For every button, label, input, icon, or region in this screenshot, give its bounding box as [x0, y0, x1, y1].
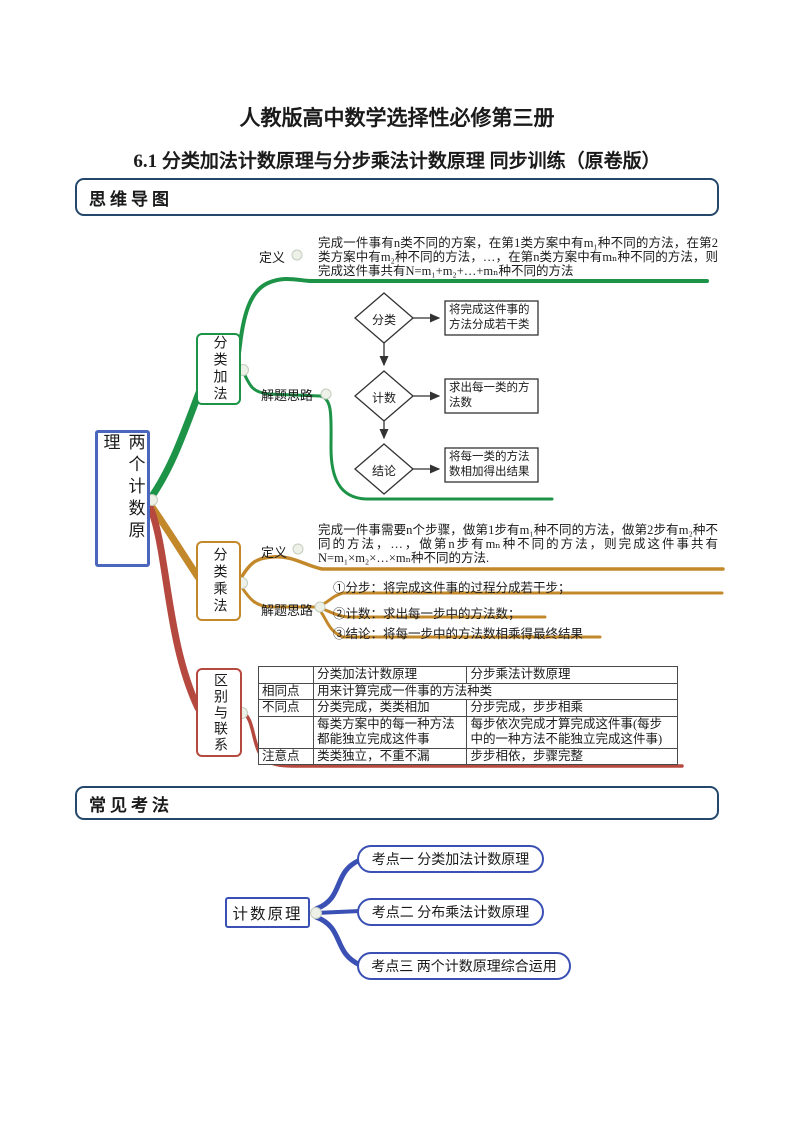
table-col-header-addition: 分类加法计数原理 [313, 666, 468, 684]
table-cell-note-mul: 步步相依，步骤完整 [466, 747, 678, 765]
table-cell-empty [257, 666, 315, 684]
flow-step-conclude-label: 结论 [371, 464, 396, 478]
multiplication-approach-label: 解题思路 [261, 603, 314, 618]
map1-node-comparison: 区别与联系 [196, 668, 242, 757]
map2-item-exam-point-3: 考点三 两个计数原理综合运用 [357, 952, 571, 980]
flow-desc-classify: 将完成这件事的方法分成若干类 [449, 304, 530, 331]
map2-wire-item3 [313, 914, 363, 968]
map1-node-addition: 分类加法 [196, 333, 241, 405]
table-cell-diff-add1: 分类完成，类类相加 [313, 699, 468, 717]
table-col-header-multiplication: 分步乘法计数原理 [466, 666, 678, 684]
table-cell-diff-mul1: 分步完成，步步相乘 [466, 699, 678, 717]
branch-addition-trunk [146, 386, 204, 503]
map1-node-multiplication: 分类乘法 [196, 541, 241, 621]
addition-definition-label: 定义 [259, 250, 286, 265]
table-cell-same-value: 用来计算完成一件事的方法种类 [313, 682, 678, 700]
page-title: 人教版高中数学选择性必修第三册 [239, 106, 555, 130]
collapse-dot-map2-root [310, 907, 322, 919]
map1-root-node: 两个计数原理 [95, 430, 150, 567]
multiplication-step-2: ②计数：求出每一步中的方法数； [333, 607, 521, 621]
map2-root-node: 计数原理 [225, 897, 310, 928]
addition-approach-label: 解题思路 [261, 388, 314, 403]
table-row-label-note: 注意点 [257, 747, 315, 765]
table-cell-note-add: 类类独立，不重不漏 [313, 747, 468, 765]
page-subtitle: 6.1 分类加法计数原理与分步乘法计数原理 同步训练（原卷版） [133, 151, 661, 172]
collapse-dots [146, 249, 332, 719]
collapse-dot-mul-definition [292, 543, 304, 555]
addition-definition-text: 完成一件事有n类不同的方案，在第1类方案中有m₁种不同的方法，在第2类方案中有m… [318, 236, 718, 278]
table-cell-diff-add2: 每类方案中的每一种方法都能独立完成这件事 [313, 715, 468, 749]
map2-item-exam-point-1: 考点一 分类加法计数原理 [357, 845, 544, 873]
multiplication-step-1: ①分步：将完成这件事的过程分成若干步； [333, 581, 571, 595]
table-row-label-same: 相同点 [257, 682, 315, 700]
comparison-table: 分类加法计数原理 分步乘法计数原理 相同点 用来计算完成一件事的方法种类 不同点… [257, 666, 678, 765]
multiplication-step-3: ③结论：将每一步中的方法数相乘得最终结果 [333, 627, 584, 641]
map2-wire-item1 [313, 857, 363, 912]
map2-item-exam-point-2: 考点二 分布乘法计数原理 [357, 898, 544, 926]
table-row: 分类加法计数原理 分步乘法计数原理 [257, 666, 678, 684]
branch-multiplication-trunk [146, 500, 202, 581]
table-cell-empty [257, 715, 315, 749]
table-row: 相同点 用来计算完成一件事的方法种类 [257, 682, 678, 700]
collapse-dot-mul-approach [314, 601, 326, 613]
branch-comparison-trunk [146, 503, 202, 712]
multiplication-definition-label: 定义 [261, 545, 288, 560]
table-cell-diff-mul2: 每步依次完成才算完成这件事(每步中的一种方法不能独立完成这件事) [466, 715, 678, 749]
flow-step-classify-label: 分类 [371, 313, 396, 327]
table-row: 注意点 类类独立，不重不漏 步步相依，步骤完整 [257, 747, 678, 765]
map2-wire-item2 [314, 909, 362, 915]
flow-desc-conclude: 将每一类的方法数相加得出结果 [449, 451, 530, 478]
table-row: 不同点 分类完成，类类相加 分步完成，步步相乘 [257, 699, 678, 717]
flow-step-count-label: 计数 [371, 391, 396, 405]
common-methods-label: 常见考法 [89, 795, 173, 815]
collapse-dot-add-approach [320, 388, 332, 400]
collapse-dot-add-definition [291, 249, 303, 261]
table-row-label-diff: 不同点 [257, 699, 315, 717]
mindmap-section-label: 思维导图 [89, 189, 173, 209]
table-row: 每类方案中的每一种方法都能独立完成这件事 每步依次完成才算完成这件事(每步中的一… [257, 715, 678, 749]
flow-desc-count: 求出每一类的方法数 [449, 382, 530, 409]
common-methods-header-box: 常见考法 [75, 786, 719, 820]
mindmap-section-header-box: 思维导图 [75, 178, 719, 216]
multiplication-definition-text: 完成一件事需要n个步骤，做第1步有m₁种不同的方法，做第2步有m₂种不同的方法，… [318, 523, 718, 565]
